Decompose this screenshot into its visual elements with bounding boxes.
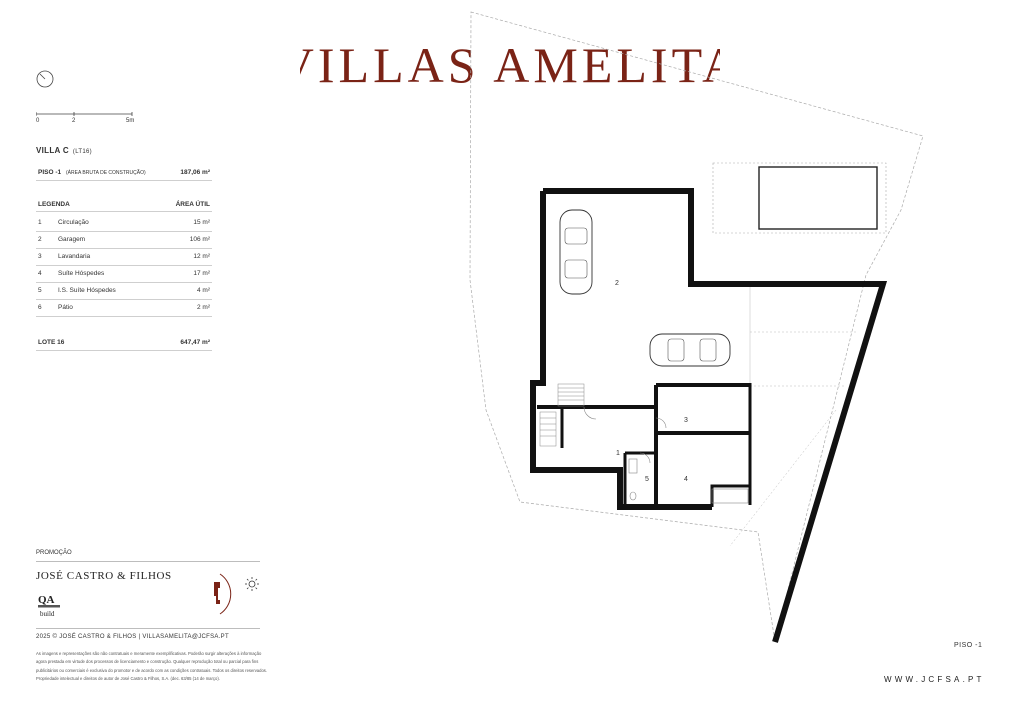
svg-text:QA: QA — [38, 594, 55, 606]
legend-area: 12 m² — [193, 253, 210, 260]
floor-area: 187,06 m² — [180, 169, 210, 176]
floor-summary-row: PISO -1 (ÁREA BRUTA DE CONSTRUÇÃO) 187,0… — [36, 166, 212, 181]
floor-label: PISO -1 — [38, 169, 62, 176]
legend-row: 5 I.S. Suíte Hóspedes 4 m² — [36, 283, 212, 300]
promotion-label: PROMOÇÃO — [36, 550, 72, 556]
legend-room: Suíte Hóspedes — [58, 270, 105, 277]
divider — [36, 628, 260, 629]
legend-number: 5 — [38, 287, 42, 294]
company-logo: JOSÉ CASTRO & FILHOS — [36, 570, 172, 582]
floor-note: (ÁREA BRUTA DE CONSTRUÇÃO) — [66, 170, 146, 176]
room-number: 5 — [645, 476, 649, 483]
car-icon — [559, 209, 593, 295]
lot-label: LOTE 16 — [38, 339, 65, 346]
floor-plan: 1 2 3 4 5 — [469, 11, 924, 643]
legend-number: 6 — [38, 304, 42, 311]
page-title: VILLAS AMELITA — [300, 37, 720, 92]
scale-tick-label: 0 — [36, 118, 40, 124]
villa-name-label: VILLA C — [36, 146, 69, 155]
legend-row: 2 Garagem 106 m² — [36, 232, 212, 249]
legend-room: Garagem — [58, 236, 86, 243]
svg-text:build: build — [40, 610, 55, 618]
legend-area: 106 m² — [189, 236, 210, 243]
legend-room: Circulação — [58, 219, 89, 226]
villa-lot-code: (LT16) — [72, 149, 92, 155]
room-number: 2 — [615, 280, 619, 287]
scale-tick-label: 2 — [72, 118, 76, 124]
qa-build-logo: QA build — [38, 594, 60, 618]
floor-level-label: PISO -1 — [954, 642, 983, 649]
disclaimer-text: As imagens e representações são não cont… — [36, 651, 268, 681]
scale-bar: 0 2 5m — [36, 112, 146, 128]
legend-header: LEGENDA ÁREA ÚTIL — [36, 199, 212, 212]
legend-number: 2 — [38, 236, 42, 243]
room-number: 4 — [684, 476, 688, 483]
legend-area: 2 m² — [197, 304, 210, 311]
legend-row: 3 Lavandaria 12 m² — [36, 249, 212, 266]
legend-title: LEGENDA — [38, 201, 70, 208]
legend-row: 4 Suíte Hóspedes 17 m² — [36, 266, 212, 283]
room-number: 3 — [684, 417, 688, 424]
legend-row: 1 Circulação 15 m² — [36, 215, 212, 232]
legend-row: 6 Pátio 2 m² — [36, 300, 212, 317]
location-plan-icon — [214, 573, 259, 615]
legend-area: 4 m² — [197, 287, 210, 294]
legend-number: 1 — [38, 219, 42, 226]
divider — [36, 561, 260, 562]
legend-room: I.S. Suíte Hóspedes — [58, 287, 116, 294]
svg-text:VILLAS AMELITA: VILLAS AMELITA — [300, 37, 720, 92]
legend-area-header: ÁREA ÚTIL — [175, 201, 210, 208]
villa-name: VILLA C(LT16) — [36, 146, 92, 155]
legend-room: Pátio — [58, 304, 73, 311]
room-number: 1 — [616, 450, 620, 457]
legend-area: 15 m² — [193, 219, 210, 226]
lot-area: 647,47 m² — [180, 339, 210, 346]
sun-icon — [245, 577, 259, 591]
copyright-text: 2025 © JOSÉ CASTRO & FILHOS | VILLASAMEL… — [36, 634, 229, 640]
legend-number: 4 — [38, 270, 42, 277]
lot-row: LOTE 16 647,47 m² — [36, 336, 212, 351]
legend-area: 17 m² — [193, 270, 210, 277]
legend-number: 3 — [38, 253, 42, 260]
scale-tick-label: 5m — [126, 118, 135, 124]
website-link[interactable]: WWW.JCFSA.PT — [884, 675, 985, 684]
car-icon — [649, 333, 731, 367]
north-compass-icon — [36, 70, 54, 88]
legend-room: Lavandaria — [58, 253, 91, 260]
